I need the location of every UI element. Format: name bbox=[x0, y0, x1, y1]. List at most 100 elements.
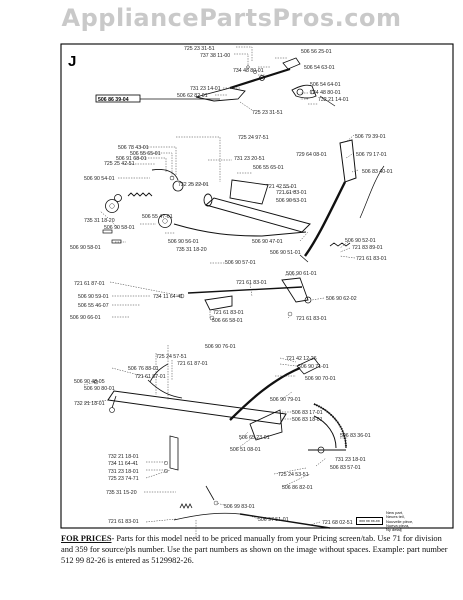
part-number-label: 506 56 25-01 bbox=[301, 49, 332, 55]
part-number-label: 506 90 62-02 bbox=[326, 296, 357, 302]
part-number-label: 506 90 71-01 bbox=[298, 364, 329, 370]
legend-note: Ny detalj bbox=[386, 527, 402, 533]
part-number-label: 721 42 55-01 bbox=[266, 184, 297, 190]
part-number-label: 731 23 18-01 bbox=[335, 457, 366, 463]
part-number-label: 721 61 83-01 bbox=[236, 280, 267, 286]
part-number-label: 506 66 58-01 bbox=[212, 318, 243, 324]
part-number-label: 506 51 08-01 bbox=[230, 447, 261, 453]
part-number-label: 732 21 18-01 bbox=[74, 401, 105, 407]
part-number-label: 506 97 51-01 bbox=[258, 517, 289, 523]
upper-lever-assembly bbox=[140, 57, 336, 107]
part-number-label: 506 79 39-01 bbox=[355, 134, 386, 140]
diagram-frame bbox=[60, 43, 454, 529]
part-number-label: 721 68 02-51 bbox=[322, 520, 353, 526]
middle-shaft-assembly bbox=[102, 139, 385, 263]
part-number-label: 721 61 83-01 bbox=[108, 519, 139, 525]
part-number-label: 506 83 57-01 bbox=[330, 465, 361, 471]
part-number-label: 506 90 52-01 bbox=[345, 238, 376, 244]
part-number-label: 506 62 82-01 bbox=[177, 93, 208, 99]
part-number-label: 506 55 65-01 bbox=[253, 165, 284, 171]
section-letter: J bbox=[68, 53, 76, 70]
site-watermark: AppliancePartsPros.com bbox=[61, 4, 402, 32]
part-number-label: 506 90 59-01 bbox=[78, 294, 109, 300]
pricing-note: FOR PRICES- Parts for this model need to… bbox=[61, 533, 451, 567]
legend-part-box: xxx xx xx-xx bbox=[356, 517, 383, 525]
part-number-label: 732 25 22-01 bbox=[178, 182, 209, 188]
part-number-labels: 725 23 31-51 737 38 11-00 506 56 25-01 5… bbox=[70, 46, 393, 526]
legend-note: New part, bbox=[386, 510, 404, 515]
reference-tag-box bbox=[95, 94, 141, 103]
part-number-label: 731 23 18-01 bbox=[108, 469, 139, 475]
part-number-label: 721 61 83-01 bbox=[276, 190, 307, 196]
pricing-text: - Parts for this model need to be priced… bbox=[61, 534, 448, 566]
pricing-label: FOR PRICES bbox=[61, 534, 112, 543]
part-number-label: 735 31 18-20 bbox=[84, 218, 115, 224]
part-number-label: 506 83 17-01 bbox=[292, 410, 323, 416]
part-number-label: 735 31 15-20 bbox=[106, 490, 137, 496]
legend-notes: New part, Neues teil, Nouvelle pièce, Nu… bbox=[386, 510, 414, 533]
part-number-label: 735 31 18-20 bbox=[176, 247, 207, 253]
part-number-label: 506 91 68-01 bbox=[116, 156, 147, 162]
part-number-label: 506 90 58-01 bbox=[70, 245, 101, 251]
part-number-label: 506 83 40-01 bbox=[362, 169, 393, 175]
part-number-label: 725 24 53-51 bbox=[278, 472, 309, 478]
legend-note: Nouvelle pièce, bbox=[386, 518, 414, 524]
part-number-label: 725 23 31-51 bbox=[184, 46, 215, 52]
part-number-label: 506 90 48-05 bbox=[74, 379, 105, 385]
part-number-label: 729 64 08-01 bbox=[296, 152, 327, 158]
part-number-label: 506 90 51-01 bbox=[270, 250, 301, 256]
part-number-label: 721 61 83-01 bbox=[296, 316, 327, 322]
part-number-label: 721 42 12-26 bbox=[286, 356, 317, 362]
part-number-label: 734 11 64-41 bbox=[108, 461, 138, 467]
leader-lines bbox=[83, 46, 359, 537]
part-number-label: 725 25 42-51 bbox=[104, 161, 135, 167]
legend-note: Neues teil, bbox=[386, 514, 405, 520]
part-number-label: 737 38 11-00 bbox=[200, 53, 230, 59]
part-number-label: 721 61 83-01 bbox=[356, 256, 387, 262]
part-number-label: 506 90 80-01 bbox=[84, 386, 115, 392]
part-number-label: 506 90 61-01 bbox=[286, 271, 317, 277]
part-number-label: 725 23 31-51 bbox=[252, 110, 283, 116]
part-number-label: 506 90 47-01 bbox=[252, 239, 283, 245]
part-number-label: 506 90 70-01 bbox=[305, 376, 336, 382]
part-number-label: 725 23 74-71 bbox=[108, 476, 139, 482]
part-number-label: 506 90 54-01 bbox=[84, 176, 115, 182]
part-number-label: 506 55 46-07 bbox=[78, 303, 109, 309]
part-number-label: 506 76 88-01 bbox=[128, 366, 159, 372]
part-number-label: 506 78 43-01 bbox=[118, 145, 149, 151]
part-number-label: 732 21 18-01 bbox=[108, 454, 139, 460]
part-number-label: 506 83 36-01 bbox=[340, 433, 371, 439]
part-number-label: 731 23 14-01 bbox=[190, 86, 221, 92]
reference-tag: 506 86 39-04 bbox=[98, 97, 129, 103]
part-number-label: 721 61 83-01 bbox=[213, 310, 244, 316]
part-number-label: 725 24 97-51 bbox=[238, 135, 269, 141]
part-number-label: 734 11 64-41 bbox=[153, 294, 183, 300]
part-number-label: 506 54 63-01 bbox=[304, 65, 335, 71]
part-number-label: 721 61 87-01 bbox=[135, 374, 166, 380]
part-number-label: 506 90 58-01 bbox=[104, 225, 135, 231]
part-number-label: 732 21 14-01 bbox=[318, 97, 349, 103]
part-number-label: 721 61 87-01 bbox=[74, 281, 105, 287]
part-number-label: 506 86 82-01 bbox=[282, 485, 313, 491]
part-number-label: 506 90 53-01 bbox=[276, 198, 307, 204]
part-number-label: 506 65 23-01 bbox=[239, 435, 270, 441]
part-number-label: 506 99 83-01 bbox=[224, 504, 255, 510]
part-number-label: 506 79 17-01 bbox=[356, 152, 387, 158]
part-number-label: 506 90 76-01 bbox=[205, 344, 236, 350]
part-number-label: 731 23 20-51 bbox=[234, 156, 265, 162]
legend-note: Nueva pieza, bbox=[386, 522, 410, 528]
part-number-label: 506 54 64-01 bbox=[310, 82, 341, 88]
lower-link-assembly bbox=[179, 277, 312, 321]
part-number-label: 506 90 66-01 bbox=[70, 315, 101, 321]
part-number-label: 734 48 80-01 bbox=[233, 68, 264, 74]
legend: xxx xx xx-xx New part, Neues teil, Nouve… bbox=[356, 510, 451, 532]
part-number-label: 721 61 87-01 bbox=[177, 361, 208, 367]
part-number-label: 506 90 57-01 bbox=[225, 260, 256, 266]
part-number-label: 734 48 80-01 bbox=[310, 90, 341, 96]
part-number-label: 506 83 18-01 bbox=[292, 417, 323, 423]
lower-lever-assembly bbox=[93, 357, 347, 529]
part-number-label: 725 24 57-51 bbox=[156, 354, 187, 360]
part-number-label: 506 90 56-01 bbox=[168, 239, 199, 245]
part-number-label: 506 90 79-01 bbox=[270, 397, 301, 403]
